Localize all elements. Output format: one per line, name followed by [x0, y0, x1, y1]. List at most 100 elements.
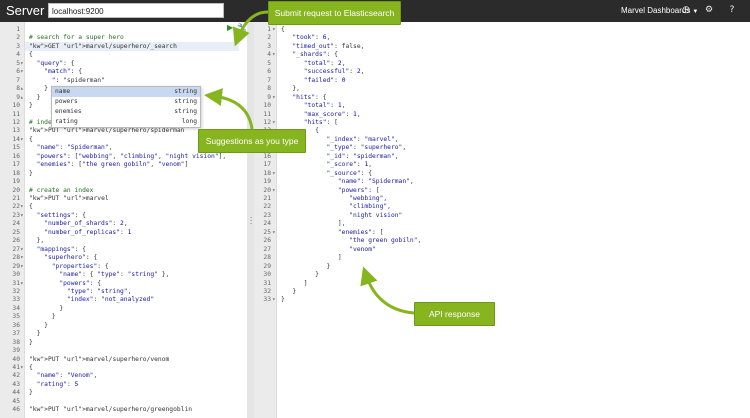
line-number: 34	[12, 304, 20, 312]
code-text: },	[281, 85, 300, 93]
code-text: "the green gobiln",	[349, 237, 422, 245]
clock-icon[interactable]: ◷	[682, 5, 690, 15]
line-number: 19	[12, 178, 20, 186]
code-line: 21 "webbing",	[254, 194, 750, 203]
fold-toggle-icon[interactable]: ▴	[20, 93, 24, 101]
code-line: 44}	[0, 388, 247, 397]
line-number: 22	[12, 203, 20, 211]
code-line: 30 "name": { "type": "string" },	[0, 270, 247, 279]
fold-toggle-icon[interactable]: ▾	[272, 51, 276, 59]
line-number: 4	[267, 51, 271, 59]
code-line: 27▾ "mappings": {	[0, 245, 247, 254]
line-number: 35	[12, 313, 20, 321]
code-line: 40"kw">PUT "url">marvel/superhero/venom	[0, 355, 247, 364]
code-line: 9▾ "hits": {	[254, 93, 750, 102]
line-number: 2	[267, 34, 271, 42]
code-text: }	[29, 93, 41, 101]
code-text: }	[29, 102, 33, 110]
code-line: 25▾ "enemies": [	[254, 228, 750, 237]
fold-toggle-icon[interactable]: ▾	[20, 254, 24, 262]
fold-toggle-icon[interactable]: ▾	[272, 228, 276, 236]
code-text: "mappings": {	[36, 245, 86, 253]
server-url-input[interactable]: localhost:9200	[48, 3, 224, 18]
code-text: # search for a super hero	[29, 34, 124, 42]
code-line: 19	[0, 177, 247, 186]
code-text: "kw">PUT "url">marvel/superhero/greengob…	[29, 406, 193, 414]
line-number: 43	[12, 380, 20, 388]
fold-toggle-icon[interactable]: ▾	[272, 296, 276, 304]
fold-toggle-icon[interactable]: ▾	[20, 245, 24, 253]
fold-toggle-icon[interactable]: ▾	[20, 279, 24, 287]
line-number: 33	[263, 296, 271, 304]
pane-splitter[interactable]: ···	[247, 22, 254, 418]
marvel-dashboards-menu[interactable]: Marvel Dashboards▼	[621, 6, 698, 15]
play-icon[interactable]: ▶	[227, 23, 234, 32]
caret-down-icon: ▼	[692, 9, 699, 15]
code-line: 12▾ "hits": [	[254, 118, 750, 127]
line-number: 15	[12, 144, 20, 152]
fold-toggle-icon[interactable]: ▾	[272, 118, 276, 126]
code-line: 17 "enemies": ["the green gobiln", "veno…	[0, 160, 247, 169]
fold-toggle-icon[interactable]: ▾	[272, 93, 276, 101]
fold-toggle-icon[interactable]: ▾	[272, 26, 276, 33]
code-text: ]	[281, 254, 342, 262]
line-number: 8	[16, 85, 20, 93]
code-line: 20# create an index	[0, 186, 247, 195]
code-line: 6 "successful": 2,	[254, 67, 750, 76]
code-line: 18▾ "_source": {	[254, 169, 750, 178]
fold-toggle-icon[interactable]: ▴	[20, 85, 24, 93]
fold-toggle-icon[interactable]: ▾	[272, 186, 276, 194]
code-line: 27 "venom"	[254, 245, 750, 254]
code-text: ": "spiderman"	[51, 76, 105, 84]
fold-toggle-icon[interactable]: ▾	[20, 203, 24, 211]
fold-toggle-icon[interactable]: ▾	[20, 211, 24, 219]
code-text: "hits": [	[303, 118, 338, 126]
fold-toggle-icon[interactable]: ▾	[20, 59, 24, 67]
fold-toggle-icon[interactable]: ▾	[20, 262, 24, 270]
code-line: 45	[0, 397, 247, 406]
line-number: 20	[12, 186, 20, 194]
code-line: 32 }	[254, 287, 750, 296]
code-line: 23 "night vision"	[254, 211, 750, 220]
code-text: "_source": {	[326, 169, 373, 177]
fold-toggle-icon[interactable]: ▾	[20, 68, 24, 76]
code-line: 7 "failed": 0	[254, 76, 750, 85]
line-number: 8	[267, 85, 271, 93]
code-text: {	[29, 135, 33, 143]
line-number: 28	[12, 254, 20, 262]
code-line: 21"kw">PUT "url">marvel	[0, 194, 247, 203]
line-number: 9	[16, 93, 20, 101]
code-line: 26 "the green gobiln",	[254, 236, 750, 245]
code-line: 16 "_id": "spiderman",	[254, 152, 750, 161]
wrench-icon[interactable]: 🔧	[237, 23, 247, 32]
fold-toggle-icon[interactable]: ▾	[20, 364, 24, 371]
code-text: "_type": "superhero",	[326, 144, 407, 152]
code-text: }	[29, 330, 41, 338]
suggestion-name: rating	[55, 118, 78, 125]
gear-icon[interactable]: ⚙	[704, 5, 714, 15]
code-line: 39	[0, 346, 247, 355]
code-line: 33▾}	[254, 295, 750, 304]
code-text: "kw">PUT "url">marvel/superhero/spiderma…	[29, 127, 185, 135]
response-viewer: 1▾{2 "took": 6,3 "timed_out": false,4▾ "…	[254, 22, 750, 418]
line-number: 6	[267, 68, 271, 76]
help-icon[interactable]: ?	[729, 5, 735, 15]
code-text: "total": 1,	[303, 102, 346, 110]
fold-toggle-icon[interactable]: ▾	[272, 169, 276, 177]
code-line: 32 "type": "string",	[0, 287, 247, 296]
code-line: 35 }	[0, 312, 247, 321]
code-text: }	[281, 296, 285, 304]
line-number: 19	[263, 178, 271, 186]
line-number: 7	[16, 76, 20, 84]
code-text: "_index": "marvel",	[326, 135, 399, 143]
line-number: 6	[16, 68, 20, 76]
fold-toggle-icon[interactable]: ▾	[20, 135, 24, 143]
line-number: 12	[12, 118, 20, 126]
code-text: "kw">GET "url">marvel/superhero/_search	[29, 42, 177, 50]
